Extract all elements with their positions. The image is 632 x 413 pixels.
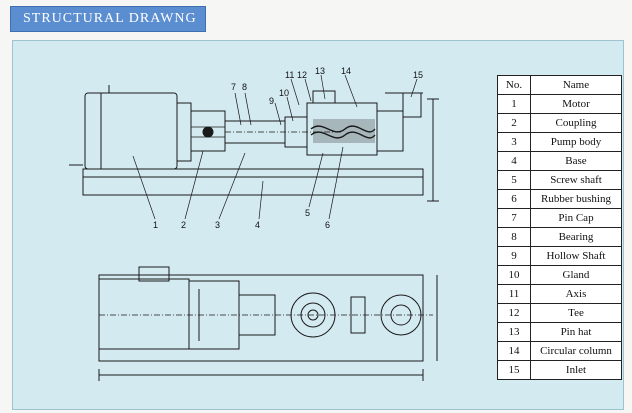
part-name: Bearing (530, 227, 622, 247)
callout-10: 10 (279, 88, 290, 98)
leader-1 (132, 155, 156, 220)
part-no: 2 (497, 113, 531, 133)
part-name: Pin hat (530, 322, 622, 342)
leader-10 (286, 96, 294, 122)
base-frame (82, 168, 424, 196)
part-no: 5 (497, 170, 531, 190)
part-name: Hollow Shaft (530, 246, 622, 266)
part-no: 3 (497, 132, 531, 152)
callout-1: 1 (153, 220, 159, 230)
leader-11 (290, 78, 300, 106)
part-no: 10 (497, 265, 531, 285)
part-no: 14 (497, 341, 531, 361)
part-name: Gland (530, 265, 622, 285)
part-name: Rubber bushing (530, 189, 622, 209)
leader-15 (410, 78, 418, 98)
part-no: 1 (497, 94, 531, 114)
callout-8: 8 (242, 82, 248, 92)
leader-4 (258, 180, 264, 220)
callout-3: 3 (215, 220, 221, 230)
leader-7 (234, 92, 242, 126)
screw-shaft-2 (310, 131, 376, 139)
part-name: Screw shaft (530, 170, 622, 190)
part-name: Base (530, 151, 622, 171)
base-plan (98, 274, 424, 362)
leader-2 (184, 150, 204, 220)
part-name: Motor (530, 94, 622, 114)
leader-13 (320, 74, 326, 100)
part-name: Pump body (530, 132, 622, 152)
leader-6 (328, 146, 344, 220)
part-no: 13 (497, 322, 531, 342)
page-title: STRUCTURAL DRAWNG (10, 6, 206, 32)
top-view (98, 266, 438, 381)
leader-9 (274, 102, 282, 126)
part-no: 12 (497, 303, 531, 323)
leader-8 (244, 92, 252, 126)
screw-shaft (310, 125, 376, 133)
rubber-bushing (313, 119, 375, 143)
side-view (69, 74, 439, 220)
part-no: 7 (497, 208, 531, 228)
callout-14: 14 (341, 66, 352, 76)
leader-5 (308, 152, 324, 208)
part-name: Inlet (530, 360, 622, 380)
callout-7: 7 (231, 82, 237, 92)
motor-flange (176, 102, 192, 162)
callout-9: 9 (269, 96, 275, 106)
part-name: Coupling (530, 113, 622, 133)
inlet-flange (402, 92, 422, 118)
motor-body (84, 92, 178, 170)
callout-15: 15 (413, 70, 424, 80)
part-name: Circular column (530, 341, 622, 361)
pump-technical-drawing (69, 74, 439, 381)
part-no: 4 (497, 151, 531, 171)
callout-5: 5 (305, 208, 311, 218)
part-name: Pin Cap (530, 208, 622, 228)
callout-4: 4 (255, 220, 261, 230)
leader-12 (304, 78, 312, 102)
motor-plan (98, 278, 190, 350)
part-no: 8 (497, 227, 531, 247)
callout-13: 13 (315, 66, 326, 76)
part-no: 9 (497, 246, 531, 266)
part-no: 11 (497, 284, 531, 304)
callout-11: 11 (285, 70, 295, 80)
terminal-box (138, 266, 170, 282)
header-name: Name (530, 75, 622, 95)
parts-table-header: No. Name (497, 75, 622, 95)
tee (376, 110, 404, 152)
part-name: Axis (530, 284, 622, 304)
leader-14 (344, 74, 358, 108)
coupling-hub (202, 126, 214, 138)
header-no: No. (497, 75, 531, 95)
callout-12: 12 (297, 70, 308, 80)
leader-3 (218, 152, 246, 220)
callout-2: 2 (181, 220, 187, 230)
part-name: Tee (530, 303, 622, 323)
drawing-panel: 1 2 3 4 5 6 7 8 9 10 11 12 13 14 15 No. … (12, 40, 624, 410)
callout-6: 6 (325, 220, 331, 230)
part-no: 6 (497, 189, 531, 209)
part-no: 15 (497, 360, 531, 380)
